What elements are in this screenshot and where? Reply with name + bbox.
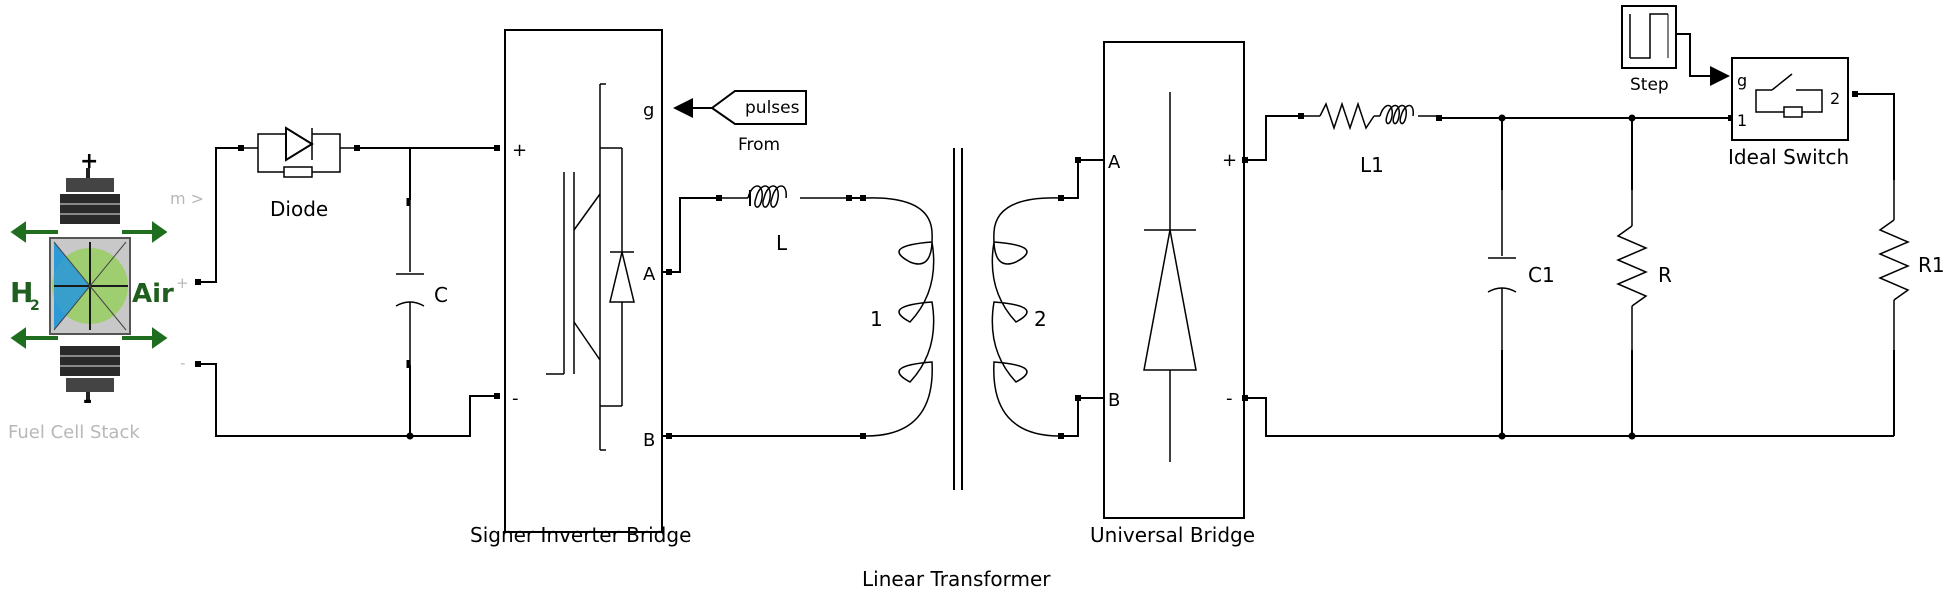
wires-middle — [662, 195, 866, 439]
switch-1-port: 1 — [1737, 111, 1747, 130]
inverter-minus-port: - — [512, 388, 519, 409]
fuel-cell-stack-block[interactable] — [10, 168, 168, 402]
inductor-l-symbol[interactable] — [722, 185, 846, 208]
fuel-cell-label: Fuel Cell Stack — [8, 422, 140, 443]
step-block[interactable] — [1621, 5, 1730, 86]
inverter-bridge-block[interactable] — [504, 29, 663, 533]
transformer-label: Linear Transformer — [862, 567, 1051, 591]
from-block[interactable] — [673, 90, 807, 125]
diode-symbol[interactable] — [244, 126, 354, 178]
step-label: Step — [1630, 75, 1669, 95]
h2-subscript: 2 — [30, 298, 40, 314]
inverter-g-port: g — [643, 100, 654, 121]
resistor-r1-symbol[interactable] — [1878, 180, 1910, 350]
bridge-minus-port: - — [1226, 388, 1233, 409]
wires-secondary — [1058, 157, 1104, 439]
inductor-l1-label: L1 — [1360, 153, 1384, 177]
resistor-r-symbol[interactable] — [1616, 190, 1648, 350]
resistor-r-label: R — [1658, 263, 1672, 287]
resistor-r1-label: R1 — [1918, 253, 1945, 277]
capacitor-c-label: C — [434, 283, 448, 307]
ideal-switch-label: Ideal Switch — [1728, 145, 1849, 169]
inductor-l-label: L — [776, 231, 788, 255]
switch-g-port: g — [1737, 71, 1747, 90]
bridge-plus-port: + — [1222, 150, 1237, 171]
inverter-b-port: B — [643, 430, 655, 451]
transformer-winding-2: 2 — [1034, 307, 1047, 331]
transformer-winding-1: 1 — [870, 307, 883, 331]
diode-label: Diode — [270, 197, 328, 221]
from-label: From — [738, 135, 780, 155]
wires-right — [1242, 91, 1895, 440]
fuel-cell-plus-sign: + — [80, 149, 98, 174]
bridge-b-port: B — [1108, 390, 1120, 411]
universal-bridge-diode-symbol — [1143, 92, 1197, 462]
inductor-l1-symbol[interactable] — [1304, 101, 1436, 131]
capacitor-c-symbol[interactable] — [395, 198, 425, 368]
inverter-bridge-label: Signer Inverter Bridge — [470, 523, 691, 547]
capacitor-c1-label: C1 — [1528, 263, 1555, 287]
fuel-cell-plus-port: + — [176, 274, 189, 292]
air-label: Air — [132, 279, 174, 309]
fuel-cell-minus-sign: - — [83, 389, 92, 414]
switch-2-port: 2 — [1830, 89, 1840, 108]
inverter-plus-port: + — [512, 140, 527, 161]
universal-bridge-label: Universal Bridge — [1090, 523, 1255, 547]
bridge-a-port: A — [1108, 152, 1121, 173]
ideal-switch-symbol — [1755, 73, 1823, 118]
inverter-igbt-symbol — [546, 83, 635, 451]
h2-label: H — [10, 276, 33, 309]
inverter-a-port: A — [643, 264, 656, 285]
transformer-symbol[interactable] — [865, 148, 1061, 490]
ideal-switch-block[interactable] — [1731, 57, 1849, 141]
fuel-cell-m-port: m > — [170, 189, 204, 208]
fuel-cell-minus-port: - — [180, 354, 185, 372]
capacitor-c1-symbol[interactable] — [1487, 190, 1517, 350]
wires-left — [195, 145, 500, 440]
from-pulses-label: pulses — [745, 98, 800, 118]
